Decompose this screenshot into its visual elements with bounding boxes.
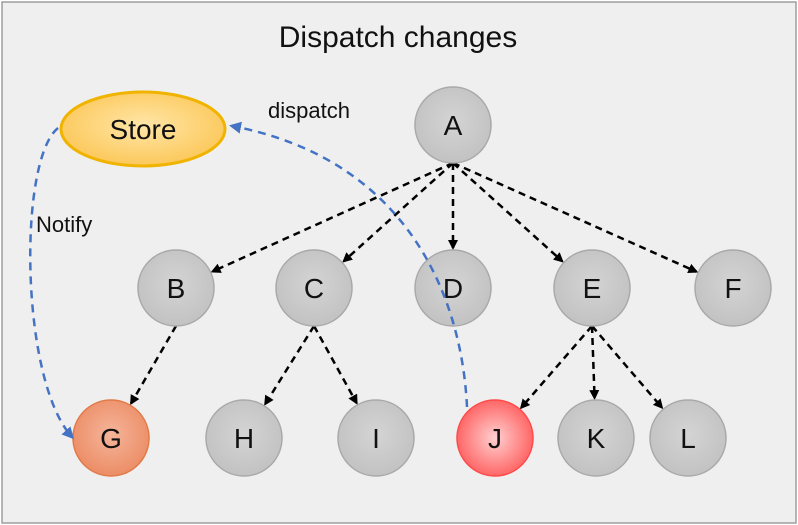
node-c-label: C <box>304 273 324 304</box>
node-j-circle <box>456 399 534 477</box>
node-i-circle <box>337 399 415 477</box>
store-ellipse <box>59 90 227 168</box>
node-e-circle <box>553 249 631 327</box>
node-l: L <box>649 399 727 477</box>
node-e: E <box>553 249 631 327</box>
dispatch-label: dispatch <box>268 98 350 123</box>
node-f-circle <box>694 249 772 327</box>
node-j: J <box>456 399 534 477</box>
node-a-label: A <box>444 110 463 141</box>
node-b-circle <box>137 249 215 327</box>
node-c: C <box>275 249 353 327</box>
store-node: Store <box>59 90 227 168</box>
node-g-label: G <box>100 423 122 454</box>
edge-c-i <box>312 325 358 405</box>
edge-e-l <box>591 325 664 410</box>
node-h: H <box>205 399 283 477</box>
edge-a-f <box>452 161 699 273</box>
node-i: I <box>337 399 415 477</box>
edge-b-g <box>129 325 178 406</box>
node-k-label: K <box>587 423 606 454</box>
node-g: G <box>72 399 150 477</box>
node-c-circle <box>275 249 353 327</box>
node-h-circle <box>205 399 283 477</box>
node-l-circle <box>649 399 727 477</box>
node-h-label: H <box>234 423 254 454</box>
dispatch-arrow <box>229 121 469 408</box>
diagram-title: Dispatch changes <box>279 21 517 54</box>
edge-a-b <box>210 161 454 273</box>
node-i-label: I <box>372 423 380 454</box>
edge-a-c <box>342 162 454 263</box>
node-d-circle <box>414 249 492 327</box>
node-e-label: E <box>583 273 602 304</box>
node-f: F <box>694 249 772 327</box>
node-l-label: L <box>680 423 696 454</box>
node-a-circle <box>414 86 492 164</box>
notify-arrow <box>29 127 75 440</box>
edge-a-e <box>452 162 564 263</box>
edge-e-k <box>589 325 600 401</box>
node-d-label: D <box>443 273 463 304</box>
node-d: D <box>414 249 492 327</box>
node-k-circle <box>557 399 635 477</box>
node-b-label: B <box>167 273 186 304</box>
node-f-label: F <box>724 273 741 304</box>
node-b: B <box>137 249 215 327</box>
node-group: A B C D E F G H I J K L <box>72 86 772 477</box>
store-label: Store <box>110 114 177 145</box>
node-k: K <box>557 399 635 477</box>
node-a: A <box>414 86 492 164</box>
edge-group <box>129 161 699 410</box>
node-j-label: J <box>488 423 502 454</box>
edge-e-j <box>519 325 593 410</box>
notify-label: Notify <box>36 212 92 237</box>
edge-c-h <box>264 325 316 406</box>
